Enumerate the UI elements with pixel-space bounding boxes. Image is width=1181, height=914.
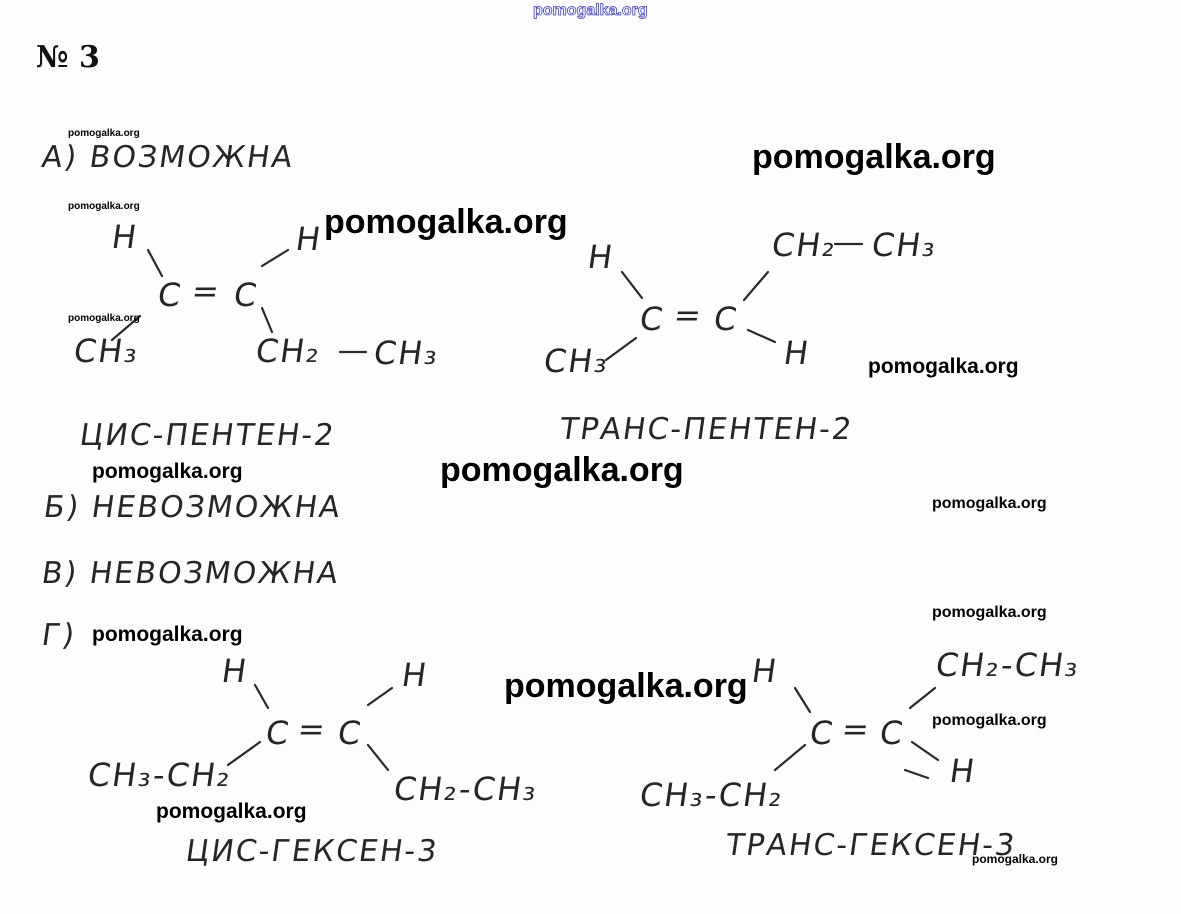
bond (903, 768, 930, 780)
group-ch3: CH₃ (869, 226, 940, 264)
group-ch3: CH₃ (541, 342, 612, 380)
bond (742, 270, 770, 302)
double-bond: = (295, 710, 330, 748)
atom-h: H (399, 656, 431, 694)
bond (908, 686, 937, 710)
double-bond: = (671, 296, 706, 334)
atom-h: H (293, 220, 325, 258)
watermark: pomogalka.org (92, 460, 243, 483)
bond (260, 248, 290, 268)
atom-h: H (947, 752, 979, 790)
structure-name: ТРАНС-ПЕНТЕН-2 (557, 412, 856, 447)
answer-g: Г) (39, 618, 79, 653)
atom-h: H (219, 652, 251, 690)
answer-v: В) НЕВОЗМОЖНА (39, 556, 343, 591)
watermark: pomogalka.org (932, 495, 1047, 512)
watermark: pomogalka.org (504, 667, 748, 705)
bond (260, 306, 274, 334)
watermark: pomogalka.org (68, 313, 140, 324)
watermark: pomogalka.org (324, 203, 568, 241)
watermark: pomogalka.org (868, 355, 1019, 378)
problem-number: № 3 (36, 40, 100, 75)
watermark: pomogalka.org (972, 852, 1059, 866)
double-bond: = (839, 710, 874, 748)
watermark: pomogalka.org (92, 623, 243, 646)
group-ethyl-left: CH₃-CH₂ (85, 756, 235, 794)
structure-name: ЦИС-ПЕНТЕН-2 (77, 418, 338, 453)
bond (910, 740, 940, 762)
atom-h: H (781, 334, 813, 372)
answer-b: Б) НЕВОЗМОЖНА (41, 490, 345, 525)
bond (110, 314, 142, 342)
watermark: pomogalka.org (68, 128, 140, 139)
group-ch3: CH₃ (71, 332, 142, 370)
watermark-top[interactable]: pomogalka.org (533, 2, 648, 20)
atom-h: H (749, 652, 781, 690)
bond (793, 686, 812, 714)
atom-h: H (585, 238, 617, 276)
bond (746, 328, 777, 344)
group-ch2: CH₂ (253, 332, 324, 370)
atom-h: H (109, 218, 141, 256)
answer-a: А) ВОЗМОЖНА (39, 140, 297, 175)
bond (773, 743, 807, 772)
bond (366, 743, 390, 772)
bond (604, 336, 638, 362)
bond (226, 740, 262, 767)
group-ch3: CH₃ (371, 334, 442, 372)
structure-name: ЦИС-ГЕКСЕН-3 (183, 834, 441, 869)
bond (146, 248, 164, 278)
group-ethyl-right: CH₂-CH₃ (933, 646, 1083, 684)
bond (620, 270, 644, 300)
group-ethyl-right: CH₂-CH₃ (391, 770, 541, 808)
bond (366, 686, 394, 707)
watermark: pomogalka.org (932, 604, 1047, 621)
group-ethyl-left: CH₃-CH₂ (637, 776, 787, 814)
watermark: pomogalka.org (752, 138, 996, 176)
group-ch2: CH₂ (769, 226, 840, 264)
watermark: pomogalka.org (156, 800, 307, 823)
watermark: pomogalka.org (68, 201, 140, 212)
watermark: pomogalka.org (932, 712, 1047, 729)
watermark: pomogalka.org (440, 451, 684, 489)
bond (253, 683, 270, 710)
double-bond: = (189, 272, 224, 310)
